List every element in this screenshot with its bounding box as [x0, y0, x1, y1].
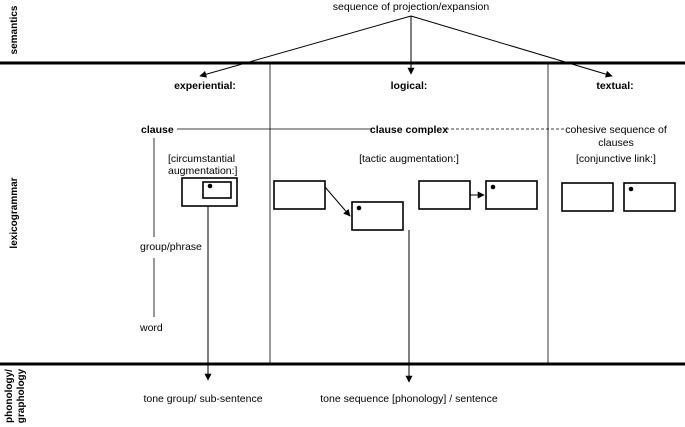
cohesive-sequence-label-line2: clauses	[598, 137, 634, 149]
experiential-heading: experiential:	[174, 80, 236, 92]
word-label: word	[139, 322, 163, 334]
phonology-stratum-label-line1: phonology/	[4, 369, 15, 423]
tactic-box-3	[418, 180, 471, 210]
conjunctive-box-1	[561, 182, 614, 212]
lexicogrammar-stratum-label: lexicogrammar	[9, 177, 20, 248]
circumstantial-note-line2: augmentation:]	[168, 165, 238, 177]
cohesive-sequence-label-line1: cohesive sequence of	[565, 124, 667, 136]
experiential-inner-box	[202, 181, 232, 199]
conjunctive-box-2-dot	[628, 186, 634, 192]
tone-group-label: tone group/ sub-sentence	[143, 393, 262, 405]
arrow-to-textual	[410, 15, 613, 78]
arrow-to-experiential	[199, 15, 412, 78]
experiential-dot	[207, 183, 213, 189]
tactic-note: [tactic augmentation:]	[359, 153, 459, 165]
tone-sequence-label: tone sequence [phonology] / sentence	[320, 393, 498, 405]
clause-label: clause	[141, 124, 174, 136]
tactic-box-4-dot	[490, 184, 496, 190]
tactic-box-2-dot	[356, 205, 362, 211]
tactic-arrow-1	[324, 186, 351, 217]
tactic-box-1	[273, 180, 326, 210]
phonology-stratum-label-line2: graphology	[16, 368, 27, 423]
conjunctive-note: [conjunctive link:]	[576, 153, 656, 165]
sequence-title: sequence of projection/expansion	[333, 1, 490, 13]
textual-heading: textual:	[596, 80, 633, 92]
semantics-stratum-label: semantics	[9, 5, 20, 54]
circumstantial-note-line1: [circumstantial	[168, 153, 235, 165]
logical-heading: logical:	[391, 80, 428, 92]
group-phrase-label: group/phrase	[140, 241, 202, 253]
clause-complex-label: clause complex	[370, 124, 448, 136]
